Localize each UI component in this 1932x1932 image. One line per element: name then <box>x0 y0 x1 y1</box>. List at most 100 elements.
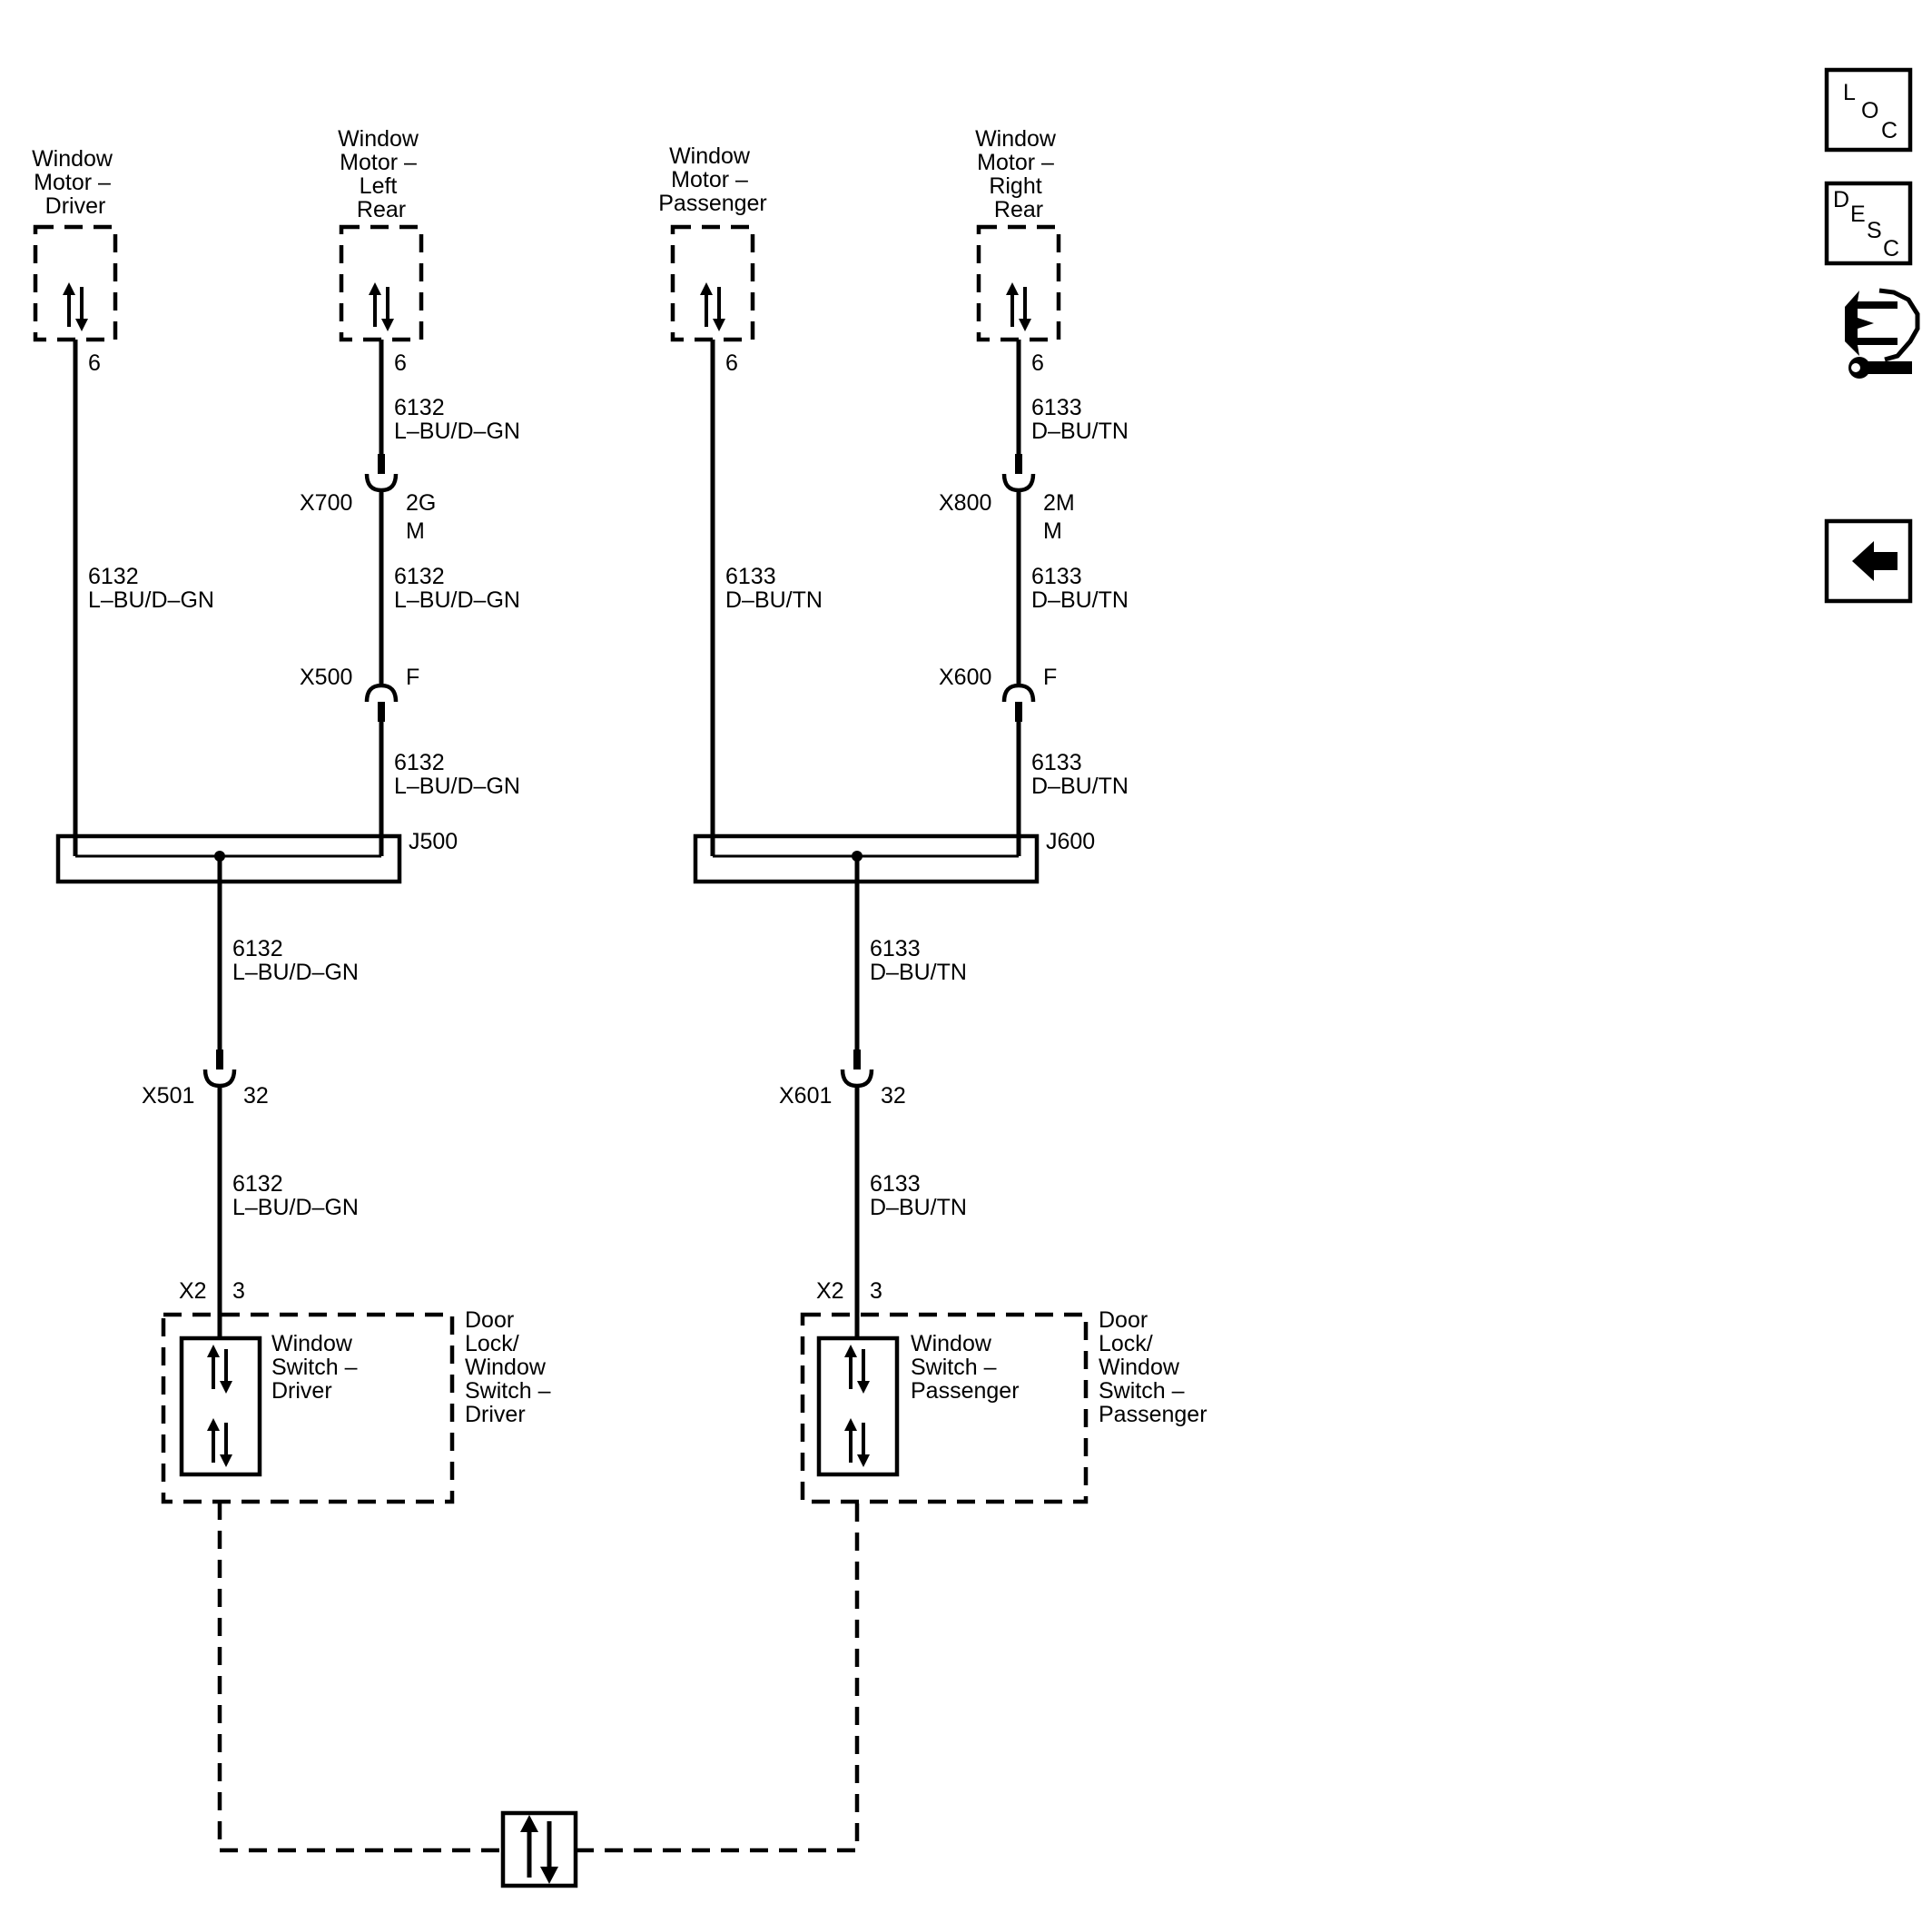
connector-x700-name: X700 <box>300 490 352 516</box>
connector-x700: X700 2G M <box>300 454 436 544</box>
window-motor-left-rear: Window Motor – Left Rear 6 <box>338 126 425 376</box>
connector-x501-name: X501 <box>142 1083 194 1109</box>
desc-letter: E <box>1850 202 1866 227</box>
circuit-number: 6132 <box>394 750 445 775</box>
circuit-color: L–BU/D–GN <box>394 587 520 613</box>
motor-driver-pin: 6 <box>88 350 101 376</box>
motor-driver-label: Window Motor – Driver <box>32 146 119 219</box>
data-arrows-icon <box>205 1343 234 1395</box>
switch-driver-connector: X2 <box>179 1278 207 1304</box>
connector-x501: X501 32 <box>142 1050 269 1109</box>
circuit-number: 6133 <box>1031 395 1082 420</box>
circuit-color: L–BU/D–GN <box>88 587 214 613</box>
desc-letter: S <box>1867 218 1882 243</box>
circuit-number: 6132 <box>394 395 445 420</box>
connector-x800-gender: M <box>1043 518 1062 544</box>
data-arrows-icon <box>843 1416 872 1469</box>
module-passenger-box <box>800 1312 1089 1504</box>
motor-right-rear-label: Window Motor – Right Rear <box>975 126 1062 222</box>
circuit-number: 6133 <box>1031 564 1082 589</box>
circuit-number: 6133 <box>1031 750 1082 775</box>
connector-x500-name: X500 <box>300 665 352 690</box>
splice-j500-label: J500 <box>409 829 458 854</box>
loc-letter: O <box>1861 98 1878 123</box>
window-switch-passenger-box <box>816 1336 900 1477</box>
loc-letter: L <box>1843 80 1856 105</box>
circuit-number: 6132 <box>232 1171 283 1197</box>
circuit-color: D–BU/TN <box>1031 587 1129 613</box>
circuit-number: 6132 <box>88 564 139 589</box>
connector-x600-name: X600 <box>939 665 991 690</box>
serial-data-box <box>500 1810 578 1888</box>
motor-left-rear-box <box>339 224 424 342</box>
module-driver-label: Door Lock/ Window Switch – Driver <box>465 1307 557 1427</box>
circuit-color: D–BU/TN <box>725 587 823 613</box>
data-arrows-icon <box>61 281 90 333</box>
connector-x800-name: X800 <box>939 490 991 516</box>
window-switch-driver-label: Window Switch – Driver <box>271 1331 363 1404</box>
motor-passenger-label: Window Motor – Passenger <box>658 143 767 216</box>
splice-j600: J600 <box>693 829 1095 884</box>
connector-x600: X600 F <box>939 665 1057 722</box>
switch-passenger-pin: 3 <box>870 1278 882 1304</box>
data-arrows-icon <box>520 1815 558 1884</box>
circuit-color: D–BU/TN <box>870 1195 967 1220</box>
motor-passenger-pin: 6 <box>725 350 738 376</box>
circuit-number: 6132 <box>394 564 445 589</box>
connector-x500-pin: F <box>406 665 419 690</box>
loc-letter: C <box>1881 118 1898 143</box>
data-arrows-icon <box>843 1343 872 1395</box>
back-arrow-icon[interactable] <box>1824 518 1913 604</box>
desc-button[interactable]: D E S C <box>1824 181 1913 266</box>
circuit-color: L–BU/D–GN <box>394 774 520 799</box>
circuit-number: 6133 <box>870 1171 921 1197</box>
desc-letter: D <box>1833 187 1849 212</box>
connector-x700-gender: M <box>406 518 425 544</box>
loc-button[interactable]: L O C <box>1824 67 1913 153</box>
motor-passenger-box <box>670 224 755 342</box>
circuit-color: L–BU/D–GN <box>394 419 520 444</box>
motor-left-rear-label: Window Motor – Left Rear <box>338 126 425 222</box>
connector-end-view-icon[interactable] <box>1845 288 1920 379</box>
desc-letter: C <box>1883 236 1899 261</box>
serial-data-link-passenger <box>576 1502 860 1853</box>
circuit-color: L–BU/D–GN <box>232 1195 359 1220</box>
circuit-color: D–BU/TN <box>1031 419 1129 444</box>
switch-passenger-connector: X2 <box>816 1278 844 1304</box>
data-arrows-icon <box>698 281 727 333</box>
data-arrows-icon <box>367 281 396 333</box>
module-passenger-label: Door Lock/ Window Switch – Passenger <box>1099 1307 1208 1427</box>
serial-data-link-driver <box>217 1502 503 1853</box>
data-arrows-icon <box>205 1416 234 1469</box>
data-arrows-icon <box>1004 281 1033 333</box>
window-motor-passenger: Window Motor – Passenger 6 <box>658 143 767 376</box>
door-lock-window-switch-passenger: Window Switch – Passenger Door Lock/ Win… <box>800 1307 1208 1504</box>
window-switch-driver-box <box>179 1336 262 1477</box>
motor-left-rear-pin: 6 <box>394 350 407 376</box>
circuit-number: 6132 <box>232 936 283 961</box>
motor-right-rear-box <box>976 224 1061 342</box>
window-switch-passenger-label: Window Switch – Passenger <box>911 1331 1020 1404</box>
motor-right-rear-pin: 6 <box>1031 350 1044 376</box>
circuit-number: 6133 <box>870 936 921 961</box>
circuit-color: D–BU/TN <box>870 960 967 985</box>
circuit-color: L–BU/D–GN <box>232 960 359 985</box>
splice-j600-label: J600 <box>1046 829 1095 854</box>
circuit-color: D–BU/TN <box>1031 774 1129 799</box>
connector-x501-pin: 32 <box>243 1083 269 1109</box>
circuit-number: 6133 <box>725 564 776 589</box>
motor-driver-box <box>33 224 118 342</box>
door-lock-window-switch-driver: Window Switch – Driver Door Lock/ Window… <box>161 1307 557 1504</box>
connector-x500: X500 F <box>300 665 419 722</box>
splice-j500: J500 <box>55 829 458 884</box>
connector-x800-pin: 2M <box>1043 490 1075 516</box>
connector-x700-pin: 2G <box>406 490 436 516</box>
module-driver-box <box>161 1312 455 1504</box>
window-motor-right-rear: Window Motor – Right Rear 6 <box>975 126 1062 376</box>
connector-x800: X800 2M M <box>939 454 1075 544</box>
connector-x601-pin: 32 <box>881 1083 906 1109</box>
connector-x600-pin: F <box>1043 665 1057 690</box>
connector-x601: X601 32 <box>779 1050 906 1109</box>
connector-x601-name: X601 <box>779 1083 832 1109</box>
